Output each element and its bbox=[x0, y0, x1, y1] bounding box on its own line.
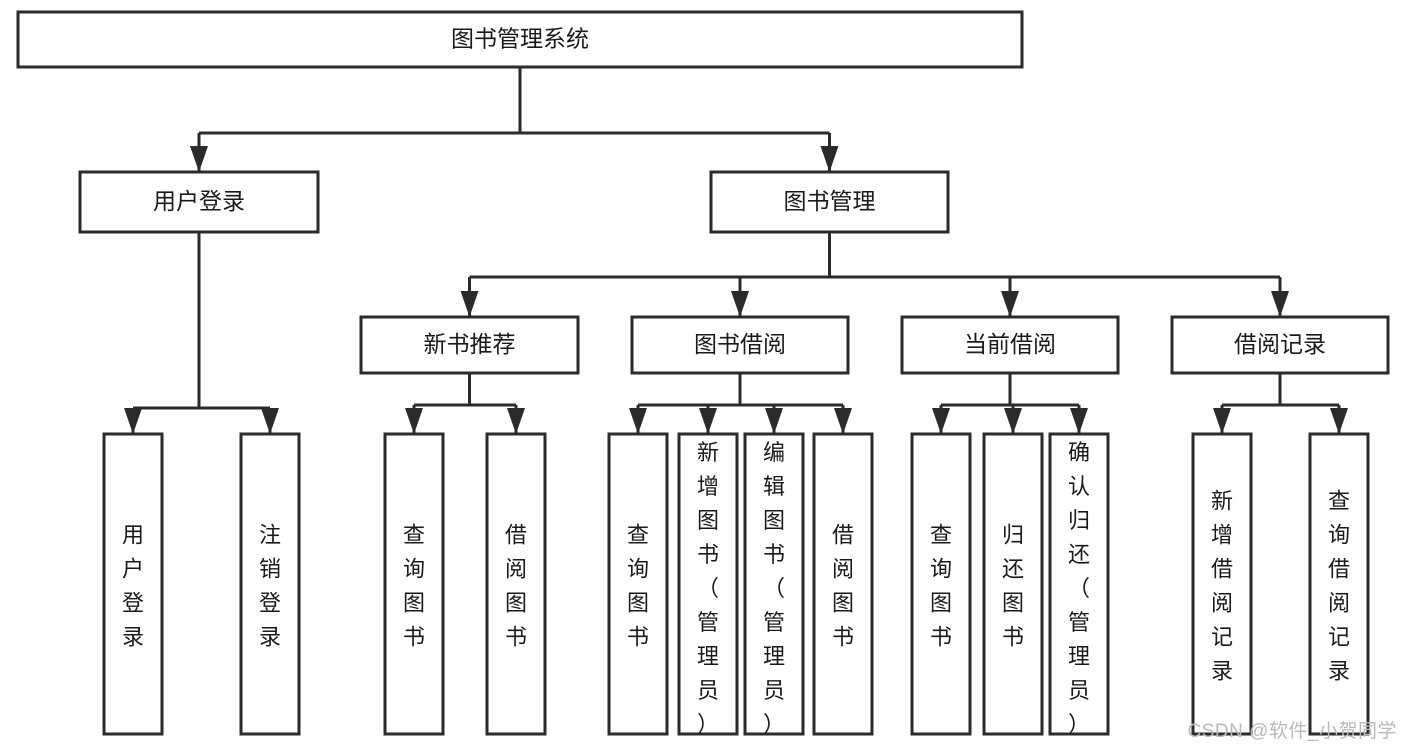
node-user-login-label: 用户登录 bbox=[153, 188, 245, 214]
node-new-book-recommend-label: 新书推荐 bbox=[424, 331, 516, 357]
watermark-label: CSDN @软件_小贺同学 bbox=[1187, 721, 1397, 742]
leaf-branch-borrow-record-arrow-1 bbox=[1330, 408, 1348, 434]
node-leaf-query-book-1[interactable]: 查询图书 bbox=[383, 432, 445, 736]
node-leaf-return-book-label: 归还图书 bbox=[1002, 523, 1024, 650]
leaf-branch-book-borrow-arrow-2 bbox=[765, 408, 783, 434]
root-to-level2-arrow-0 bbox=[190, 146, 208, 172]
bookmgmt-to-level3-arrow-2 bbox=[1001, 291, 1019, 317]
node-leaf-borrow-book-1-box[interactable] bbox=[485, 432, 547, 736]
node-leaf-edit-book[interactable]: 编辑图书（管理员） bbox=[743, 432, 805, 737]
node-leaf-confirm-return[interactable]: 确认归还（管理员） bbox=[1048, 432, 1110, 737]
node-leaf-add-book[interactable]: 新增图书（管理员） bbox=[677, 432, 739, 737]
node-borrow-record[interactable]: 借阅记录 bbox=[1170, 315, 1390, 375]
node-leaf-return-book[interactable]: 归还图书 bbox=[982, 432, 1044, 736]
node-leaf-query-book-3-box[interactable] bbox=[910, 432, 972, 736]
node-book-borrow-label: 图书借阅 bbox=[694, 331, 786, 357]
node-current-borrow[interactable]: 当前借阅 bbox=[900, 315, 1120, 375]
node-leaf-query-book-3[interactable]: 查询图书 bbox=[910, 432, 972, 736]
node-current-borrow-box[interactable] bbox=[900, 315, 1120, 375]
node-book-management[interactable]: 图书管理 bbox=[709, 170, 950, 234]
node-book-borrow-box[interactable] bbox=[630, 315, 850, 375]
bookmgmt-to-level3-arrow-3 bbox=[1271, 291, 1289, 317]
node-book-borrow[interactable]: 图书借阅 bbox=[630, 315, 850, 375]
node-leaf-query-book-1-label: 查询图书 bbox=[403, 523, 425, 650]
node-leaf-borrow-book-2-label: 借阅图书 bbox=[832, 523, 854, 650]
leaf-branch-borrow-record-arrow-0 bbox=[1213, 408, 1231, 434]
node-leaf-query-book-2-label: 查询图书 bbox=[627, 523, 649, 650]
node-leaf-query-book-3-label: 查询图书 bbox=[930, 523, 952, 650]
node-leaf-query-record-box[interactable] bbox=[1308, 432, 1370, 736]
node-root-root-box[interactable] bbox=[16, 10, 1024, 69]
node-leaf-user-login-label: 用户登录 bbox=[122, 523, 144, 650]
node-new-book-recommend-box[interactable] bbox=[359, 315, 580, 375]
leaf-branch-user-login-arrow-0 bbox=[124, 408, 142, 434]
node-leaf-user-login-box[interactable] bbox=[102, 432, 164, 736]
leaf-branch-new-book-recommend-arrow-0 bbox=[405, 408, 423, 434]
node-leaf-query-book-2[interactable]: 查询图书 bbox=[607, 432, 669, 736]
node-leaf-borrow-book-2[interactable]: 借阅图书 bbox=[812, 432, 874, 736]
node-leaf-add-record[interactable]: 新增借阅记录 bbox=[1191, 432, 1253, 736]
node-leaf-borrow-book-1[interactable]: 借阅图书 bbox=[485, 432, 547, 736]
node-leaf-add-book-label: 新增图书（管理员） bbox=[697, 440, 719, 737]
node-leaf-query-book-1-box[interactable] bbox=[383, 432, 445, 736]
node-leaf-query-record-label: 查询借阅记录 bbox=[1328, 489, 1350, 684]
connector-layer bbox=[124, 67, 1348, 434]
node-leaf-user-login[interactable]: 用户登录 bbox=[102, 432, 164, 736]
leaf-branch-book-borrow-arrow-1 bbox=[699, 408, 717, 434]
node-leaf-return-book-box[interactable] bbox=[982, 432, 1044, 736]
node-borrow-record-label: 借阅记录 bbox=[1234, 331, 1326, 357]
bookmgmt-to-level3-arrow-0 bbox=[460, 291, 479, 317]
node-leaf-query-book-2-box[interactable] bbox=[607, 432, 669, 736]
root-to-level2-arrow-1 bbox=[820, 146, 839, 172]
node-root-root-label: 图书管理系统 bbox=[451, 26, 589, 52]
node-leaf-add-record-box[interactable] bbox=[1191, 432, 1253, 736]
node-user-login[interactable]: 用户登录 bbox=[78, 170, 320, 234]
node-book-management-label: 图书管理 bbox=[784, 188, 876, 214]
node-leaf-borrow-book-2-box[interactable] bbox=[812, 432, 874, 736]
leaf-branch-book-borrow-arrow-0 bbox=[629, 408, 647, 434]
node-borrow-record-box[interactable] bbox=[1170, 315, 1390, 375]
node-leaf-confirm-return-label: 确认归还（管理员） bbox=[1068, 440, 1090, 737]
node-root-root[interactable]: 图书管理系统 bbox=[16, 10, 1024, 69]
node-leaf-confirm-return-box[interactable] bbox=[1048, 432, 1110, 736]
bookmgmt-to-level3-arrow-1 bbox=[731, 291, 749, 317]
node-leaf-add-book-box[interactable] bbox=[677, 432, 739, 736]
leaf-branch-user-login-arrow-1 bbox=[261, 408, 279, 434]
node-layer: 图书管理系统用户登录图书管理新书推荐图书借阅当前借阅借阅记录用户登录注销登录查询… bbox=[16, 10, 1390, 737]
node-leaf-query-record[interactable]: 查询借阅记录 bbox=[1308, 432, 1370, 736]
node-book-management-box[interactable] bbox=[709, 170, 950, 234]
node-leaf-logout-label: 注销登录 bbox=[259, 523, 281, 650]
node-leaf-borrow-book-1-label: 借阅图书 bbox=[505, 523, 527, 650]
node-leaf-edit-book-box[interactable] bbox=[743, 432, 805, 736]
node-new-book-recommend[interactable]: 新书推荐 bbox=[359, 315, 580, 375]
leaf-branch-book-borrow-arrow-3 bbox=[834, 408, 852, 434]
leaf-branch-new-book-recommend-arrow-1 bbox=[507, 408, 525, 434]
node-leaf-logout-box[interactable] bbox=[239, 432, 301, 736]
leaf-branch-current-borrow-arrow-1 bbox=[1004, 408, 1022, 434]
leaf-branch-current-borrow-arrow-0 bbox=[932, 408, 950, 434]
node-leaf-edit-book-label: 编辑图书（管理员） bbox=[763, 440, 785, 737]
node-leaf-add-record-label: 新增借阅记录 bbox=[1211, 489, 1233, 684]
leaf-branch-current-borrow-arrow-2 bbox=[1070, 408, 1088, 434]
node-current-borrow-label: 当前借阅 bbox=[964, 331, 1056, 357]
node-user-login-box[interactable] bbox=[78, 170, 320, 234]
node-leaf-logout[interactable]: 注销登录 bbox=[239, 432, 301, 736]
